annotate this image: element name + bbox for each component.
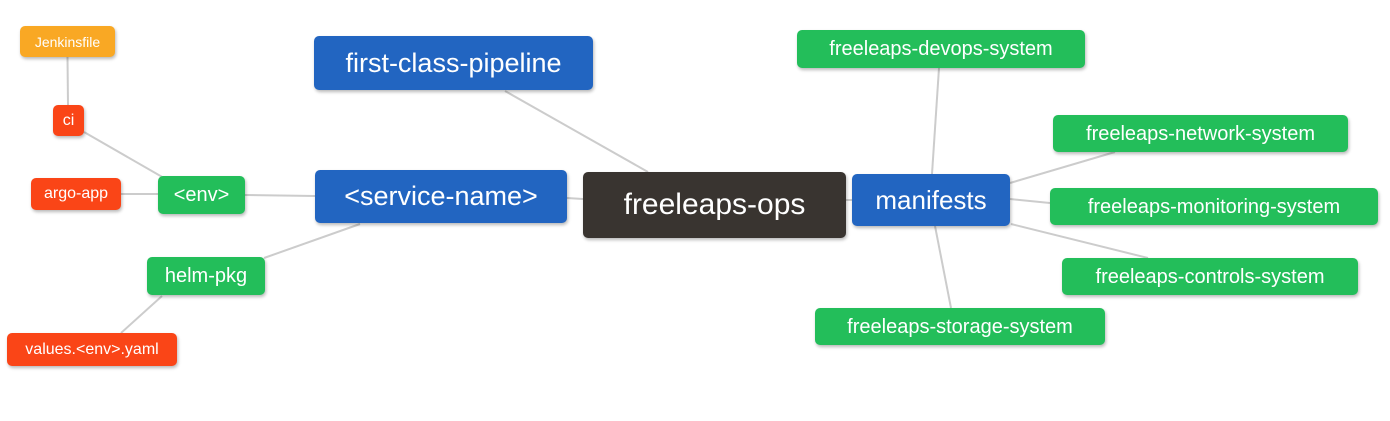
edge-env-ci xyxy=(83,131,165,179)
node-env[interactable]: <env> xyxy=(158,176,245,214)
node-freeleaps-devops-system[interactable]: freeleaps-devops-system xyxy=(797,30,1085,68)
edge-helm-pkg-values xyxy=(120,295,163,334)
edge-manifests-storage-system xyxy=(934,225,952,309)
edge-manifests-devops-system xyxy=(931,67,940,175)
node-root-freeleaps-ops[interactable]: freeleaps-ops xyxy=(583,172,846,238)
node-freeleaps-network-system[interactable]: freeleaps-network-system xyxy=(1053,115,1348,152)
node-freeleaps-controls-system[interactable]: freeleaps-controls-system xyxy=(1062,258,1358,295)
node-manifests[interactable]: manifests xyxy=(852,174,1010,226)
edge-service-name-env xyxy=(244,194,316,197)
node-freeleaps-monitoring-system[interactable]: freeleaps-monitoring-system xyxy=(1050,188,1378,225)
node-first-class-pipeline[interactable]: first-class-pipeline xyxy=(314,36,593,90)
node-jenkinsfile[interactable]: Jenkinsfile xyxy=(20,26,115,57)
node-values-env-yaml[interactable]: values.<env>.yaml xyxy=(7,333,177,366)
edge-root-first-class-pipeline xyxy=(504,90,649,173)
node-ci[interactable]: ci xyxy=(53,105,84,136)
node-freeleaps-storage-system[interactable]: freeleaps-storage-system xyxy=(815,308,1105,345)
edge-root-service-name xyxy=(566,197,584,200)
edge-ci-jenkinsfile xyxy=(66,56,69,106)
edge-service-name-helm-pkg xyxy=(263,223,361,259)
node-helm-pkg[interactable]: helm-pkg xyxy=(147,257,265,295)
edge-manifests-monitoring-system xyxy=(1009,198,1051,204)
node-service-name[interactable]: <service-name> xyxy=(315,170,567,223)
node-argo-app[interactable]: argo-app xyxy=(31,178,121,210)
edge-manifests-network-system xyxy=(1009,151,1116,184)
edge-manifests-controls-system xyxy=(1010,223,1149,259)
